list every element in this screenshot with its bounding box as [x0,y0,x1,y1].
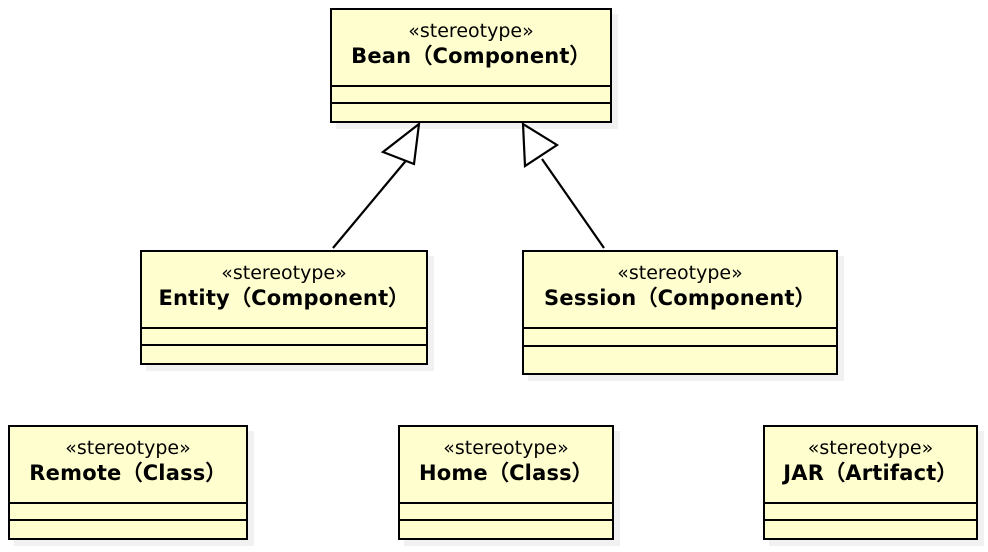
uml-node-home-stereotype: «stereotype» [443,437,569,459]
hollow-triangle-arrowhead-session [521,121,560,168]
generalization-line-session [541,158,605,249]
uml-node-bean[interactable]: «stereotype» Bean（Component） [330,8,612,123]
uml-node-home-header: «stereotype» Home（Class） [400,427,612,504]
uml-node-entity-title: Entity（Component） [158,286,410,310]
uml-node-jar-header: «stereotype» JAR（Artifact） [765,427,976,504]
generalization-edge-entity-to-bean [332,121,421,249]
uml-node-session-attributes-compartment [524,329,836,347]
uml-node-remote-header: «stereotype» Remote（Class） [10,427,246,504]
uml-node-entity-operations-compartment [142,346,426,363]
hollow-triangle-arrowhead-entity [380,121,421,166]
uml-node-entity-header: «stereotype» Entity（Component） [142,252,426,329]
uml-node-bean-title: Bean（Component） [351,44,591,68]
uml-node-remote-title: Remote（Class） [29,461,227,485]
uml-node-bean-header: «stereotype» Bean（Component） [332,10,610,87]
uml-node-session-stereotype: «stereotype» [617,262,743,284]
uml-node-remote-stereotype: «stereotype» [65,437,191,459]
uml-node-bean-operations-compartment [332,104,610,121]
uml-node-entity-stereotype: «stereotype» [221,262,347,284]
uml-node-jar-operations-compartment [765,521,976,538]
uml-node-session-operations-compartment [524,347,836,373]
uml-node-jar-title: JAR（Artifact） [783,461,958,485]
uml-node-session[interactable]: «stereotype» Session（Component） [522,250,838,375]
uml-node-jar-attributes-compartment [765,504,976,521]
uml-node-remote-operations-compartment [10,521,246,538]
uml-node-session-header: «stereotype» Session（Component） [524,252,836,329]
uml-node-session-title: Session（Component） [544,286,816,310]
uml-node-home[interactable]: «stereotype» Home（Class） [398,425,614,540]
uml-node-bean-attributes-compartment [332,87,610,104]
uml-node-jar-stereotype: «stereotype» [807,437,934,459]
uml-node-bean-stereotype: «stereotype» [408,20,534,42]
uml-node-home-title: Home（Class） [418,461,594,485]
generalization-line-entity [332,156,410,249]
generalization-edge-session-to-bean [521,121,605,249]
uml-node-remote-attributes-compartment [10,504,246,521]
uml-node-remote[interactable]: «stereotype» Remote（Class） [8,425,248,540]
uml-node-entity[interactable]: «stereotype» Entity（Component） [140,250,428,365]
uml-node-jar[interactable]: «stereotype» JAR（Artifact） [763,425,978,540]
uml-node-home-operations-compartment [400,521,612,538]
uml-node-home-attributes-compartment [400,504,612,521]
uml-node-entity-attributes-compartment [142,329,426,346]
